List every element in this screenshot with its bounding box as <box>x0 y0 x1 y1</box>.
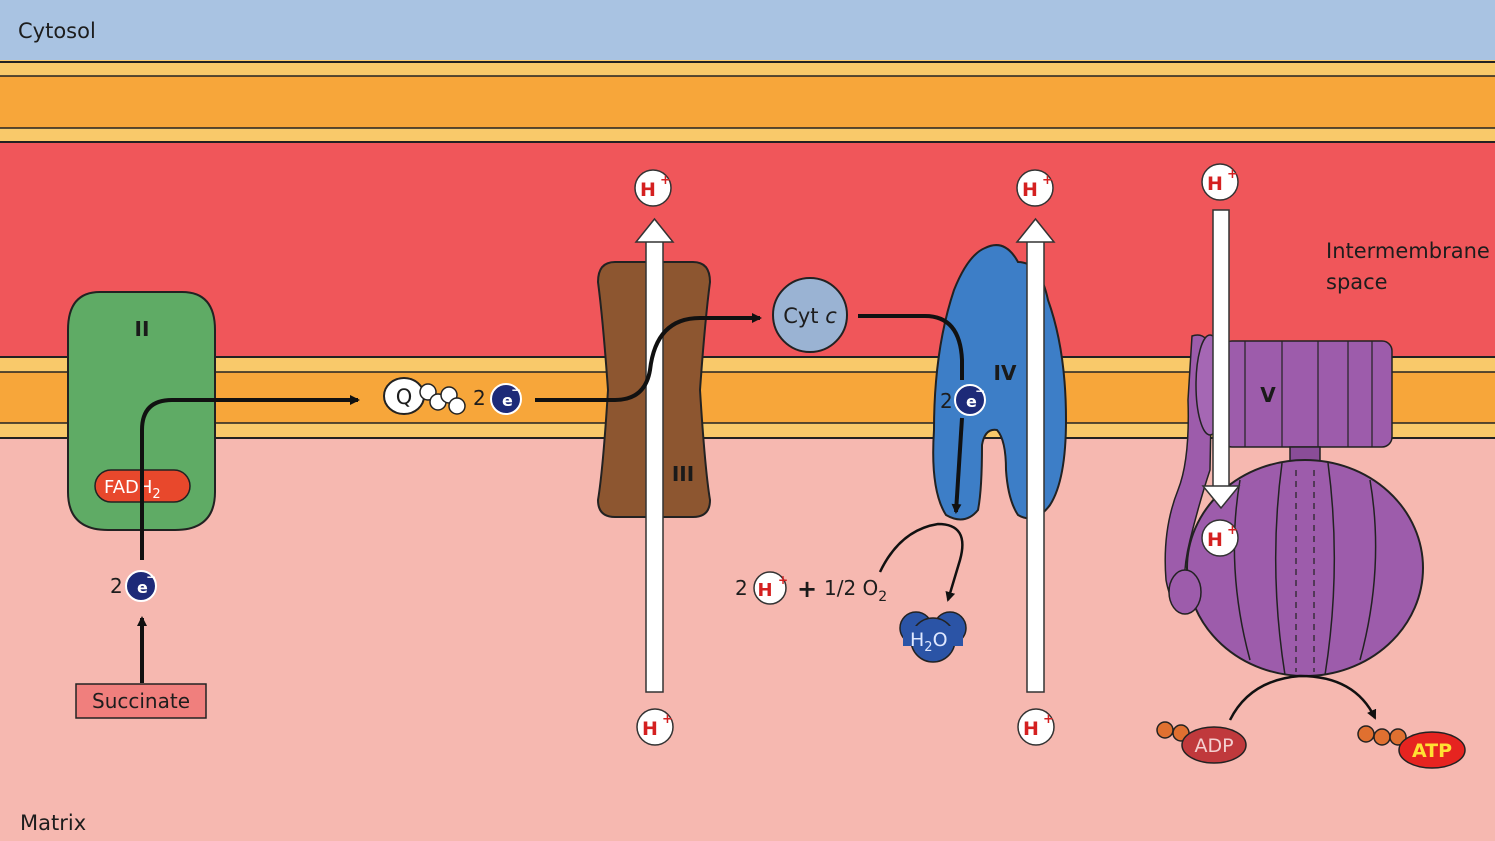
complex-iii-label: III <box>672 462 694 486</box>
electron-path-cytc-to-iv <box>858 314 964 380</box>
svg-text:ATP: ATP <box>1412 740 1452 762</box>
svg-text:+: + <box>778 573 788 587</box>
intermembrane-space-label: Intermembrane space <box>1326 239 1495 294</box>
svg-text:2: 2 <box>940 389 953 413</box>
proton-iv-bottom: H + <box>1017 708 1055 746</box>
svg-text:e: e <box>502 391 513 410</box>
svg-text:2: 2 <box>735 576 748 600</box>
atp-synthesis-arrow <box>1228 674 1377 721</box>
cytochrome-c: Cyt c <box>772 277 848 353</box>
svg-text:−: − <box>975 384 985 398</box>
svg-text:+: + <box>1227 167 1238 182</box>
cytosol-label: Cytosol <box>18 19 96 43</box>
svg-text:H: H <box>640 179 656 201</box>
cytosol-region <box>0 0 1495 62</box>
svg-text:H: H <box>642 718 658 740</box>
svg-text:2: 2 <box>110 574 123 598</box>
intermembrane-region <box>0 143 1495 357</box>
svg-text:H2O: H2O <box>910 629 948 655</box>
svg-text:+: + <box>1227 523 1238 538</box>
svg-text:+: + <box>660 173 671 188</box>
electron-path-iv-down <box>951 417 964 514</box>
water-molecule: H2O <box>899 611 967 663</box>
svg-text:e: e <box>137 578 148 597</box>
oxygen-reaction: 2 H + + 1/2 O2 <box>735 571 887 605</box>
svg-text:H: H <box>1022 179 1038 201</box>
electron-pair-2: 2 e − <box>473 383 522 415</box>
proton-iii-top: H + <box>634 169 672 207</box>
proton-v-bottom: H + <box>1201 519 1239 557</box>
svg-text:ADP: ADP <box>1194 735 1233 757</box>
electron-pair-1: 2 e − <box>110 570 157 602</box>
svg-text:+: + <box>662 712 673 727</box>
complex-iv-label: IV <box>994 361 1017 385</box>
atp-molecule: ATP <box>1357 725 1466 769</box>
proton-channel-iv <box>1015 217 1056 693</box>
succinate-box: Succinate <box>75 683 207 719</box>
svg-text:e: e <box>966 392 977 411</box>
outer-membrane <box>0 60 1495 144</box>
water-formation-curve <box>878 522 964 602</box>
proton-iv-top: H + <box>1016 169 1054 207</box>
proton-channel-v <box>1201 209 1241 510</box>
svg-text:−: − <box>146 570 156 584</box>
svg-text:Cyt c: Cyt c <box>783 304 837 328</box>
proton-channel-iii <box>634 217 675 693</box>
svg-text:H: H <box>1207 173 1223 195</box>
svg-text:Q: Q <box>396 385 413 409</box>
svg-text:H: H <box>1023 718 1039 740</box>
electron-pair-3: 2 e − <box>940 384 986 416</box>
matrix-label: Matrix <box>20 811 86 835</box>
ubiquinone-q: Q <box>383 377 466 415</box>
svg-text:+: + <box>797 575 817 603</box>
complex-ii-label: II <box>135 317 150 341</box>
proton-v-top: H + <box>1201 163 1239 201</box>
svg-text:2: 2 <box>473 386 486 410</box>
svg-text:H: H <box>1207 529 1223 551</box>
electron-path-q-to-cytc <box>535 313 762 402</box>
complex-v-label: V <box>1260 383 1276 407</box>
svg-text:+: + <box>1042 173 1053 188</box>
svg-text:+: + <box>1043 712 1054 727</box>
electron-path-ii-to-q <box>140 395 360 560</box>
svg-text:H: H <box>757 580 772 601</box>
proton-iii-bottom: H + <box>636 708 674 746</box>
svg-text:−: − <box>511 383 521 397</box>
svg-text:1/2 O2: 1/2 O2 <box>824 576 887 605</box>
succinate-label: Succinate <box>92 689 190 713</box>
adp-molecule: ADP <box>1156 721 1247 764</box>
